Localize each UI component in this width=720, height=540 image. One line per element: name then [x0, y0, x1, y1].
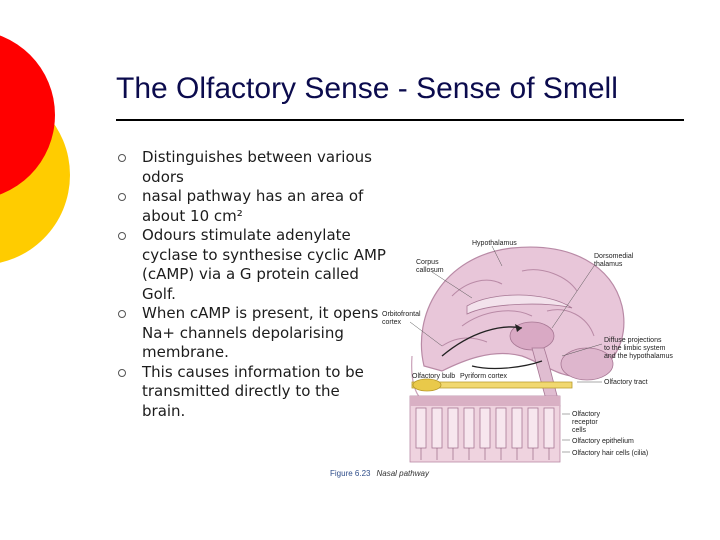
brain-folds: [441, 269, 595, 347]
pathway-arrow: [471, 360, 543, 370]
pathway-arrow: [515, 324, 522, 332]
thalamus-shape: [509, 321, 555, 351]
bullet-list: Distinguishes between various odors nasa…: [116, 148, 386, 421]
label-dorsomedial-thalamus: thalamus: [594, 261, 623, 268]
bullet-text: Odours stimulate adenylate cyclase to sy…: [142, 226, 386, 303]
bullet-circle-icon: [118, 310, 126, 318]
epithelium-band: [410, 396, 560, 406]
bullet-circle-icon: [118, 232, 126, 240]
corpus-callosum-shape: [466, 294, 573, 315]
pathway-arrow: [441, 326, 523, 357]
figure-number: Figure 6.23: [330, 469, 371, 478]
bullet-circle-icon: [118, 368, 126, 377]
label-olfactory-receptor-cells: cells: [572, 427, 587, 434]
label-olfactory-hair-cells: Olfactory hair cells (cilia): [572, 450, 648, 457]
label-orbitofrontal-cortex: Orbitofrontal: [382, 311, 421, 318]
bullet-item: nasal pathway has an area of about 10 cm…: [116, 187, 386, 226]
figure-caption: Figure 6.23 Nasal pathway: [330, 469, 429, 478]
label-olfactory-receptor-cells: Olfactory: [572, 411, 601, 418]
bullet-text: nasal pathway has an area of about 10 cm…: [142, 187, 364, 225]
bullet-item: Distinguishes between various odors: [116, 148, 386, 187]
bullet-item: Odours stimulate adenylate cyclase to sy…: [116, 226, 386, 304]
label-olfactory-bulb: Olfactory bulb: [412, 373, 455, 380]
olfactory-tract-shape: [411, 381, 573, 389]
olfactory-bulb-shape: [412, 378, 442, 392]
label-corpus-callosum: Corpus: [416, 259, 439, 266]
label-diffuse-projections: Diffuse projections: [604, 337, 662, 344]
nasal-pathway-figure: Hypothalamus Corpus callosum Dorsomedial…: [382, 240, 673, 463]
leader-lines: [409, 245, 603, 453]
title-underline: [116, 119, 684, 121]
label-diffuse-projections: to the limbic system: [604, 345, 666, 352]
bullet-item: This causes information to be transmitte…: [116, 363, 386, 422]
slide-title: The Olfactory Sense - Sense of Smell: [116, 72, 618, 105]
bullet-text: This causes information to be transmitte…: [142, 362, 364, 420]
bullet-circle-icon: [118, 193, 126, 201]
label-pyriform-cortex: Pyriform cortex: [460, 373, 508, 380]
receptor-cells: [415, 407, 555, 449]
label-corpus-callosum: callosum: [416, 267, 444, 274]
bullet-item: When cAMP is present, it opens Na+ chann…: [116, 304, 386, 363]
brain-shape: [420, 246, 625, 377]
bullet-circle-icon: [118, 154, 126, 162]
label-olfactory-epithelium: Olfactory epithelium: [572, 438, 634, 445]
label-olfactory-receptor-cells: receptor: [572, 419, 598, 426]
cerebellum-shape: [560, 347, 614, 381]
label-diffuse-projections: and the hypothalamus: [604, 353, 673, 360]
label-olfactory-tract: Olfactory tract: [604, 379, 648, 386]
decorative-circles: [0, 35, 70, 263]
figure-caption-text: Nasal pathway: [376, 469, 429, 478]
bullet-text: When cAMP is present, it opens Na+ chann…: [142, 304, 379, 361]
label-orbitofrontal-cortex: cortex: [382, 319, 402, 326]
label-dorsomedial-thalamus: Dorsomedial: [594, 253, 634, 260]
bullet-text: Distinguishes between various odors: [142, 148, 372, 186]
red-circle: [0, 35, 55, 195]
label-hypothalamus: Hypothalamus: [472, 240, 517, 247]
cilia: [420, 448, 550, 460]
